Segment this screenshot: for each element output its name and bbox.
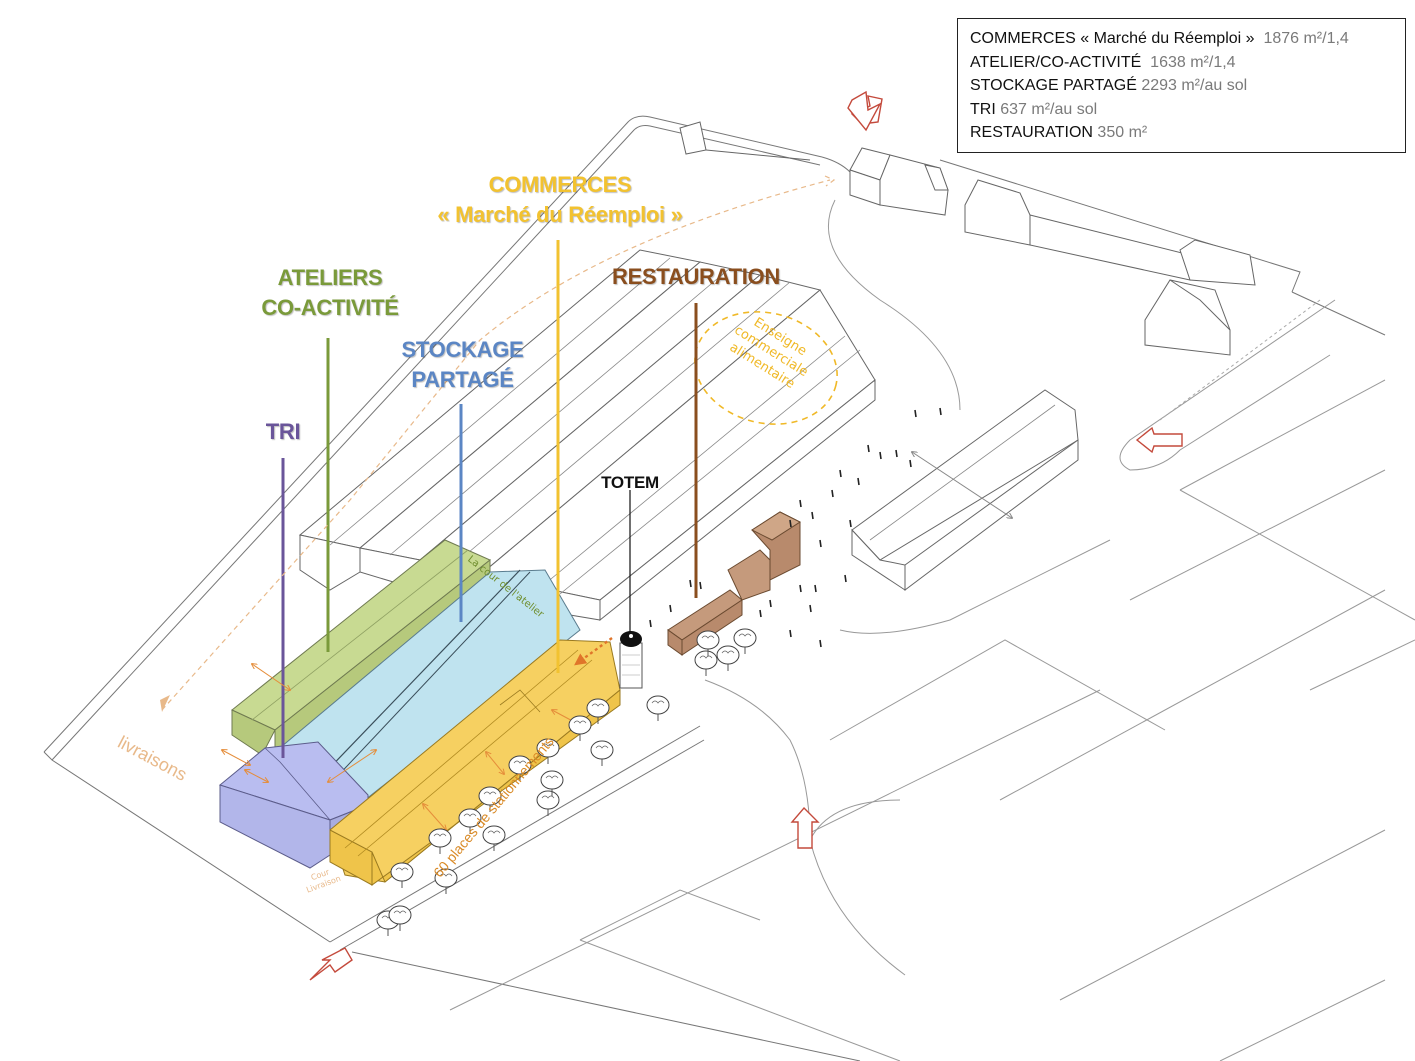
entrance-arrow-icon [847, 90, 882, 132]
legend-row-stockage: STOCKAGE PARTAGÉ 2293 m²/au sol [970, 77, 1248, 94]
person-figure [769, 599, 772, 608]
person-figure [909, 459, 912, 468]
right-hall [851, 389, 1079, 592]
roads [449, 199, 1415, 1061]
tree-icon [536, 790, 560, 816]
person-figure [819, 539, 822, 548]
label-stockage: STOCKAGE PARTAGÉ [401, 337, 524, 392]
tree-icon [482, 825, 506, 851]
legend-row-restauration: RESTAURATION 350 m² [970, 124, 1148, 141]
leader-lines [281, 240, 698, 758]
person-figure [759, 609, 762, 618]
person-figure [867, 444, 870, 453]
person-figure [689, 579, 692, 588]
people-figures [649, 407, 942, 648]
person-figure [831, 489, 834, 498]
delivery-route [160, 175, 836, 712]
person-figure [799, 499, 802, 508]
commerces-block [329, 639, 621, 886]
legend-box: COMMERCES « Marché du Réemploi » 1876 m²… [957, 18, 1406, 153]
person-figure [789, 519, 792, 528]
tree-icon [733, 628, 757, 654]
tree-icon [434, 868, 458, 894]
person-figure [799, 584, 802, 593]
tree-icon [696, 630, 720, 656]
person-figure [809, 604, 812, 613]
totem-icon [619, 631, 643, 689]
label-commerces: COMMERCES « Marché du Réemploi » [437, 172, 683, 227]
person-figure [857, 477, 860, 486]
flow-arrows [222, 664, 580, 830]
houses [679, 121, 1256, 356]
person-figure [699, 581, 702, 590]
person-figure [819, 639, 822, 648]
person-figure [649, 619, 652, 628]
totem-flow-arrow [574, 637, 613, 666]
stockage-block [274, 569, 581, 801]
person-figure [939, 407, 942, 416]
person-figure [914, 409, 917, 418]
person-figure [814, 584, 817, 593]
person-figure [811, 511, 814, 520]
label-totem: TOTEM [601, 473, 659, 492]
tree-icon [388, 905, 412, 931]
person-figure [844, 574, 847, 583]
person-figure [669, 604, 672, 613]
tree-icon [390, 862, 414, 888]
person-figure [895, 449, 898, 458]
label-restauration: RESTAURATION [612, 264, 780, 289]
label-tri: TRI [265, 419, 301, 444]
tree-icon [568, 715, 592, 741]
label-ateliers: ATELIERS CO-ACTIVITÉ [261, 265, 399, 320]
person-figure [849, 519, 852, 528]
tree-icon [694, 650, 718, 676]
pedestrian-link [912, 452, 1012, 518]
trees [376, 628, 757, 936]
tree-icon [540, 770, 564, 796]
tree-icon [646, 695, 670, 721]
restauration-block [667, 511, 802, 656]
tree-icon [586, 698, 610, 724]
tree-icon [536, 738, 560, 764]
site-boundary [43, 115, 1386, 1061]
legend-row-tri: TRI 637 m²/au sol [970, 100, 1098, 118]
tree-icon [458, 808, 482, 834]
legend-row-commerces: COMMERCES « Marché du Réemploi » 1876 m²… [970, 30, 1349, 47]
tree-icon [590, 740, 614, 766]
atelier-block [231, 539, 491, 756]
person-figure [879, 451, 882, 460]
tree-icon [478, 786, 502, 812]
legend-row-atelier: ATELIER/CO-ACTIVITÉ 1638 m²/1,4 [970, 53, 1236, 71]
tree-icon [428, 828, 452, 854]
person-figure [839, 469, 842, 478]
tree-icon [508, 755, 532, 781]
tree-icon [716, 645, 740, 671]
person-figure [789, 629, 792, 638]
